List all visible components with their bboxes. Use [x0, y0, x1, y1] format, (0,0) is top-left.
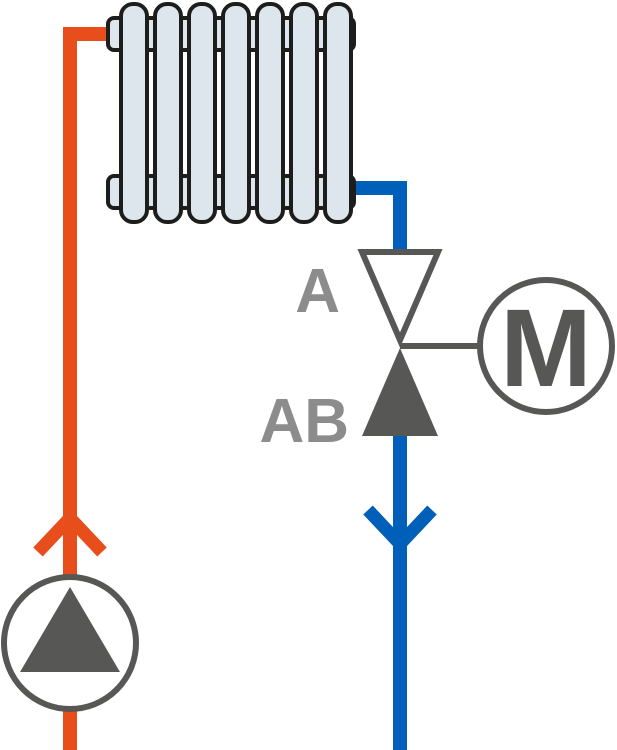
radiator-fin	[323, 2, 353, 224]
circulation-pump-icon	[1, 574, 139, 712]
motor-actuator-icon: M	[477, 277, 615, 415]
motor-label: M	[500, 287, 592, 410]
return-pipe	[353, 181, 407, 750]
three-way-valve-icon	[357, 249, 480, 436]
valve-port-a-triangle	[357, 249, 443, 348]
radiator-fin	[119, 2, 149, 224]
return-flow-arrow-icon	[363, 505, 437, 554]
radiator-fin	[255, 2, 285, 224]
radiator-fin	[221, 2, 251, 224]
supply-flow-arrow-icon	[33, 508, 107, 557]
valve-port-ab-label: AB	[259, 387, 349, 456]
radiator-fin	[289, 2, 319, 224]
radiator-fin	[187, 2, 217, 224]
radiator-icon	[106, 2, 356, 224]
radiator-fin	[153, 2, 183, 224]
valve-port-ab-triangle	[362, 348, 438, 436]
valve-port-a-label: A	[295, 257, 340, 326]
